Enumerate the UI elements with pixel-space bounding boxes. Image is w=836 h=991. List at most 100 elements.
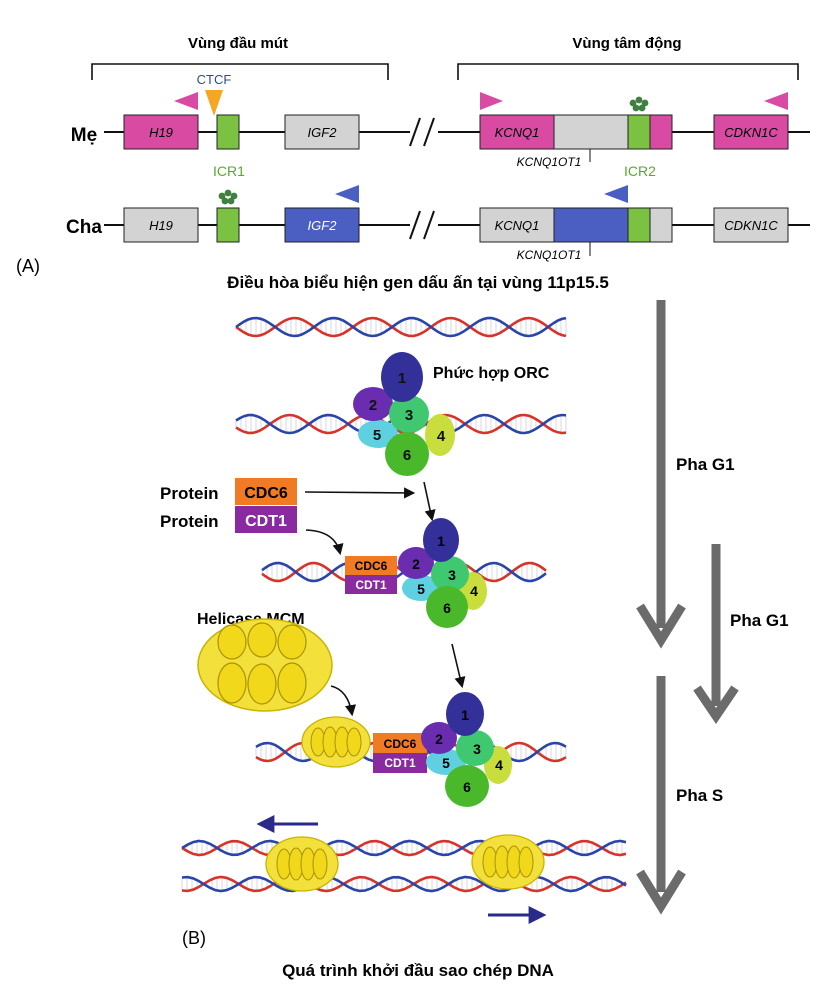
protein-cdc6-label: CDC6 xyxy=(244,485,288,502)
panel-a-label: (A) xyxy=(16,256,40,276)
stage3-subunit-1 xyxy=(446,692,484,736)
stage2-subunit-3 xyxy=(431,556,469,592)
stage2-cdt1-label: CDT1 xyxy=(355,578,387,592)
orc-complex-stage2: CDC6 CDT1 1 2 3 4 5 6 xyxy=(345,518,487,628)
region-telomeric-label: Vùng đầu mút xyxy=(188,35,288,52)
protein-cdc6-word: Protein xyxy=(160,484,219,503)
helicase-mcm-large xyxy=(197,618,333,712)
panel-b-label: (B) xyxy=(182,928,206,948)
stage3-subunit-2 xyxy=(421,722,457,754)
stage3-cdt1-box xyxy=(373,753,427,773)
orc-subunit-1 xyxy=(381,352,423,402)
stage3-cdt1-label: CDT1 xyxy=(384,756,416,770)
orc-subunit-5 xyxy=(358,420,398,448)
orc-subunit-3 xyxy=(389,395,429,433)
dna-helix-top xyxy=(235,316,567,338)
phase-arrow-g1-second xyxy=(693,544,739,725)
orc-subunit-6 xyxy=(385,432,429,476)
stage3-subunit-4-label: 4 xyxy=(495,757,503,773)
maternal-cdkn1c-label: CDKN1C xyxy=(724,125,778,140)
stage3-subunit-5-label: 5 xyxy=(442,755,450,771)
maternal-igf2-box xyxy=(284,114,360,150)
orc-complex-stage3: CDC6 CDT1 1 2 3 4 5 6 xyxy=(301,692,512,807)
stage3-subunit-3 xyxy=(456,730,494,766)
phase-g1-main-label: Pha G1 xyxy=(676,455,735,474)
dna-replication-strand-top xyxy=(181,839,627,857)
paternal-h19-box xyxy=(123,207,199,243)
protein-cdt1-label: CDT1 xyxy=(245,513,287,530)
helicase-replication-right xyxy=(471,834,545,890)
arrow-stage2-to-stage3 xyxy=(451,643,466,689)
maternal-kcnq1-box-right xyxy=(649,114,673,150)
paternal-icr2-box xyxy=(627,207,651,243)
orc-subunit-5-label: 5 xyxy=(373,427,381,444)
maternal-h19-promoter-arrow xyxy=(174,92,198,110)
stage2-cdc6-box xyxy=(345,556,397,575)
maternal-kcnq1-label: KCNQ1 xyxy=(495,125,540,140)
region-centromeric-label: Vùng tâm động xyxy=(572,35,681,52)
orc-complex-stage1: 1 2 3 4 5 6 xyxy=(353,352,455,476)
paternal-icr1-box xyxy=(216,207,240,243)
stage2-subunit-1-label: 1 xyxy=(437,533,445,549)
paternal-kcnq1ot1-promoter-arrow xyxy=(604,185,628,203)
region-telomeric-bracket xyxy=(91,63,389,80)
panel-b: 1 2 3 4 5 6 Phức hợp ORC Protein CDC6 Pr… xyxy=(160,300,789,980)
paternal-igf2-box xyxy=(284,207,360,243)
stage2-subunit-6 xyxy=(426,586,468,628)
maternal-igf2-label: IGF2 xyxy=(308,125,338,140)
stage2-subunit-5-label: 5 xyxy=(417,581,425,597)
panel-b-title: Quá trình khởi đầu sao chép DNA xyxy=(282,961,554,980)
maternal-icr2-box xyxy=(627,114,651,150)
dna-replication-strand-bottom xyxy=(181,875,627,893)
protein-cdc6-box xyxy=(235,478,297,505)
paternal-cdkn1c-label: CDKN1C xyxy=(724,218,778,233)
region-centromeric-bracket xyxy=(457,63,799,80)
helicase-mcm-loaded xyxy=(301,716,371,768)
paternal-kcnq1-box xyxy=(479,207,555,243)
stage2-subunit-6-label: 6 xyxy=(443,600,451,616)
orc-subunit-3-label: 3 xyxy=(405,407,413,424)
paternal-label: Cha xyxy=(66,217,102,238)
stage3-cdc6-box xyxy=(373,733,427,753)
paternal-kcnq1ot1-box xyxy=(553,207,629,243)
maternal-h19-box xyxy=(123,114,199,150)
arrow-mcm-to-complex xyxy=(330,685,357,717)
orc-subunit-2 xyxy=(353,387,393,421)
paternal-igf2-promoter-arrow xyxy=(335,185,359,203)
stage2-cdc6-label: CDC6 xyxy=(355,559,388,573)
stage2-subunit-3-label: 3 xyxy=(448,567,456,583)
maternal-cdkn1c-promoter-arrow xyxy=(764,92,788,110)
stage3-subunit-2-label: 2 xyxy=(435,731,443,747)
maternal-icr1-box xyxy=(216,114,240,150)
icr1-label: ICR1 xyxy=(213,163,245,179)
icr2-label: ICR2 xyxy=(624,163,656,179)
protein-cdt1-box xyxy=(235,506,297,533)
panel-a-title: Điều hòa biểu hiện gen dấu ấn tại vùng 1… xyxy=(227,273,609,292)
protein-cdt1-word: Protein xyxy=(160,512,219,531)
phase-arrow-s xyxy=(636,676,686,915)
maternal-h19-label: H19 xyxy=(149,125,173,140)
stage2-subunit-2 xyxy=(398,547,434,579)
paternal-kcnq1-box-right xyxy=(649,207,673,243)
orc-subunit-6-label: 6 xyxy=(403,447,411,464)
orc-complex-label: Phức hợp ORC xyxy=(433,365,550,382)
stage3-subunit-6-label: 6 xyxy=(463,779,471,795)
stage2-subunit-2-label: 2 xyxy=(412,556,420,572)
orc-subunit-2-label: 2 xyxy=(369,397,377,414)
stage2-subunit-1 xyxy=(423,518,459,562)
paternal-h19-label: H19 xyxy=(149,218,173,233)
phase-g1-second-label: Pha G1 xyxy=(730,611,789,630)
arrow-cdc6-to-complex xyxy=(304,487,416,499)
stage3-cdc6-label: CDC6 xyxy=(384,737,417,751)
orc-subunit-4 xyxy=(425,414,455,456)
maternal-kcnq1-box-left xyxy=(479,114,555,150)
stage3-subunit-1-label: 1 xyxy=(461,707,469,723)
maternal-icr2-methyl-icon xyxy=(629,96,649,112)
stage2-cdt1-box xyxy=(345,575,397,594)
paternal-cdkn1c-box xyxy=(713,207,789,243)
stage3-subunit-3-label: 3 xyxy=(473,741,481,757)
maternal-label: Mẹ xyxy=(71,125,97,146)
orc-subunit-4-label: 4 xyxy=(437,428,446,445)
